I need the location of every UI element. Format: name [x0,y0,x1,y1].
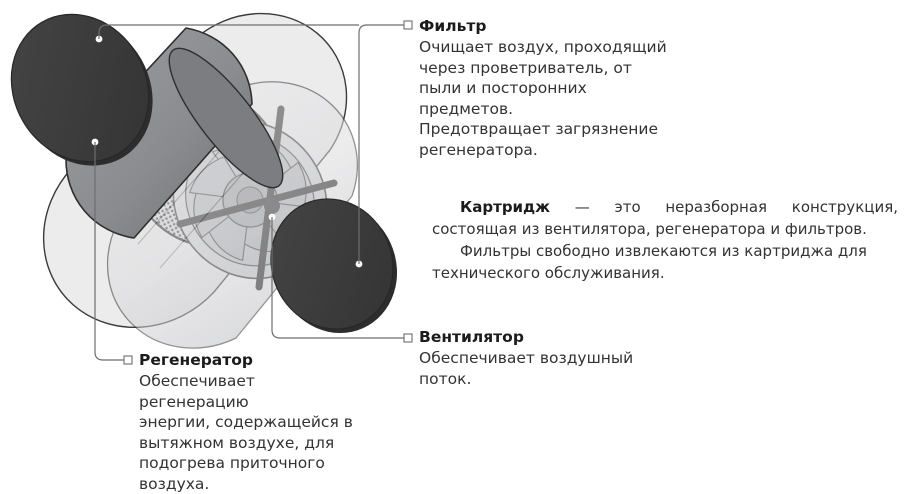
cartridge-note-paragraph-2: Фильтры свободно извлекаются из картридж… [432,242,867,282]
callout-regenerator-title: Регенератор [139,351,253,369]
callout-regenerator-body: Обеспечивает регенерацию энергии, содерж… [139,372,353,493]
callout-regenerator: Регенератор Обеспечивает регенерацию эне… [139,350,369,494]
filter-disc-left [10,13,153,166]
cartridge-note: Картридж — это неразборная конструкция, … [432,196,898,284]
fan-anchor-dot [268,213,276,221]
callout-fan-body: Обеспечивает воздушный поток. [419,349,634,388]
cartridge-note-paragraph-1-rest: — это неразборная конструкция, состоящая… [432,198,898,238]
callout-filter-title: Фильтр [419,17,487,35]
filter-right-anchor-dot [355,260,363,268]
callout-filter-body: Очищает воздух, проходящий через проветр… [419,38,667,159]
filter-left-anchor-dot [95,35,103,43]
callout-fan: Вентилятор Обеспечивает воздушный поток. [419,327,669,389]
regenerator-anchor-dot [91,138,99,146]
cartridge-note-lead: Картридж [460,198,551,216]
cartridge-note-paragraph-1: Картридж — это неразборная конструкция, … [432,196,898,240]
callout-filter: Фильтр Очищает воздух, проходящий через … [419,16,669,160]
cartridge-svg [10,12,398,349]
callout-fan-title: Вентилятор [419,328,524,346]
exploded-cartridge-illustration [0,0,420,360]
